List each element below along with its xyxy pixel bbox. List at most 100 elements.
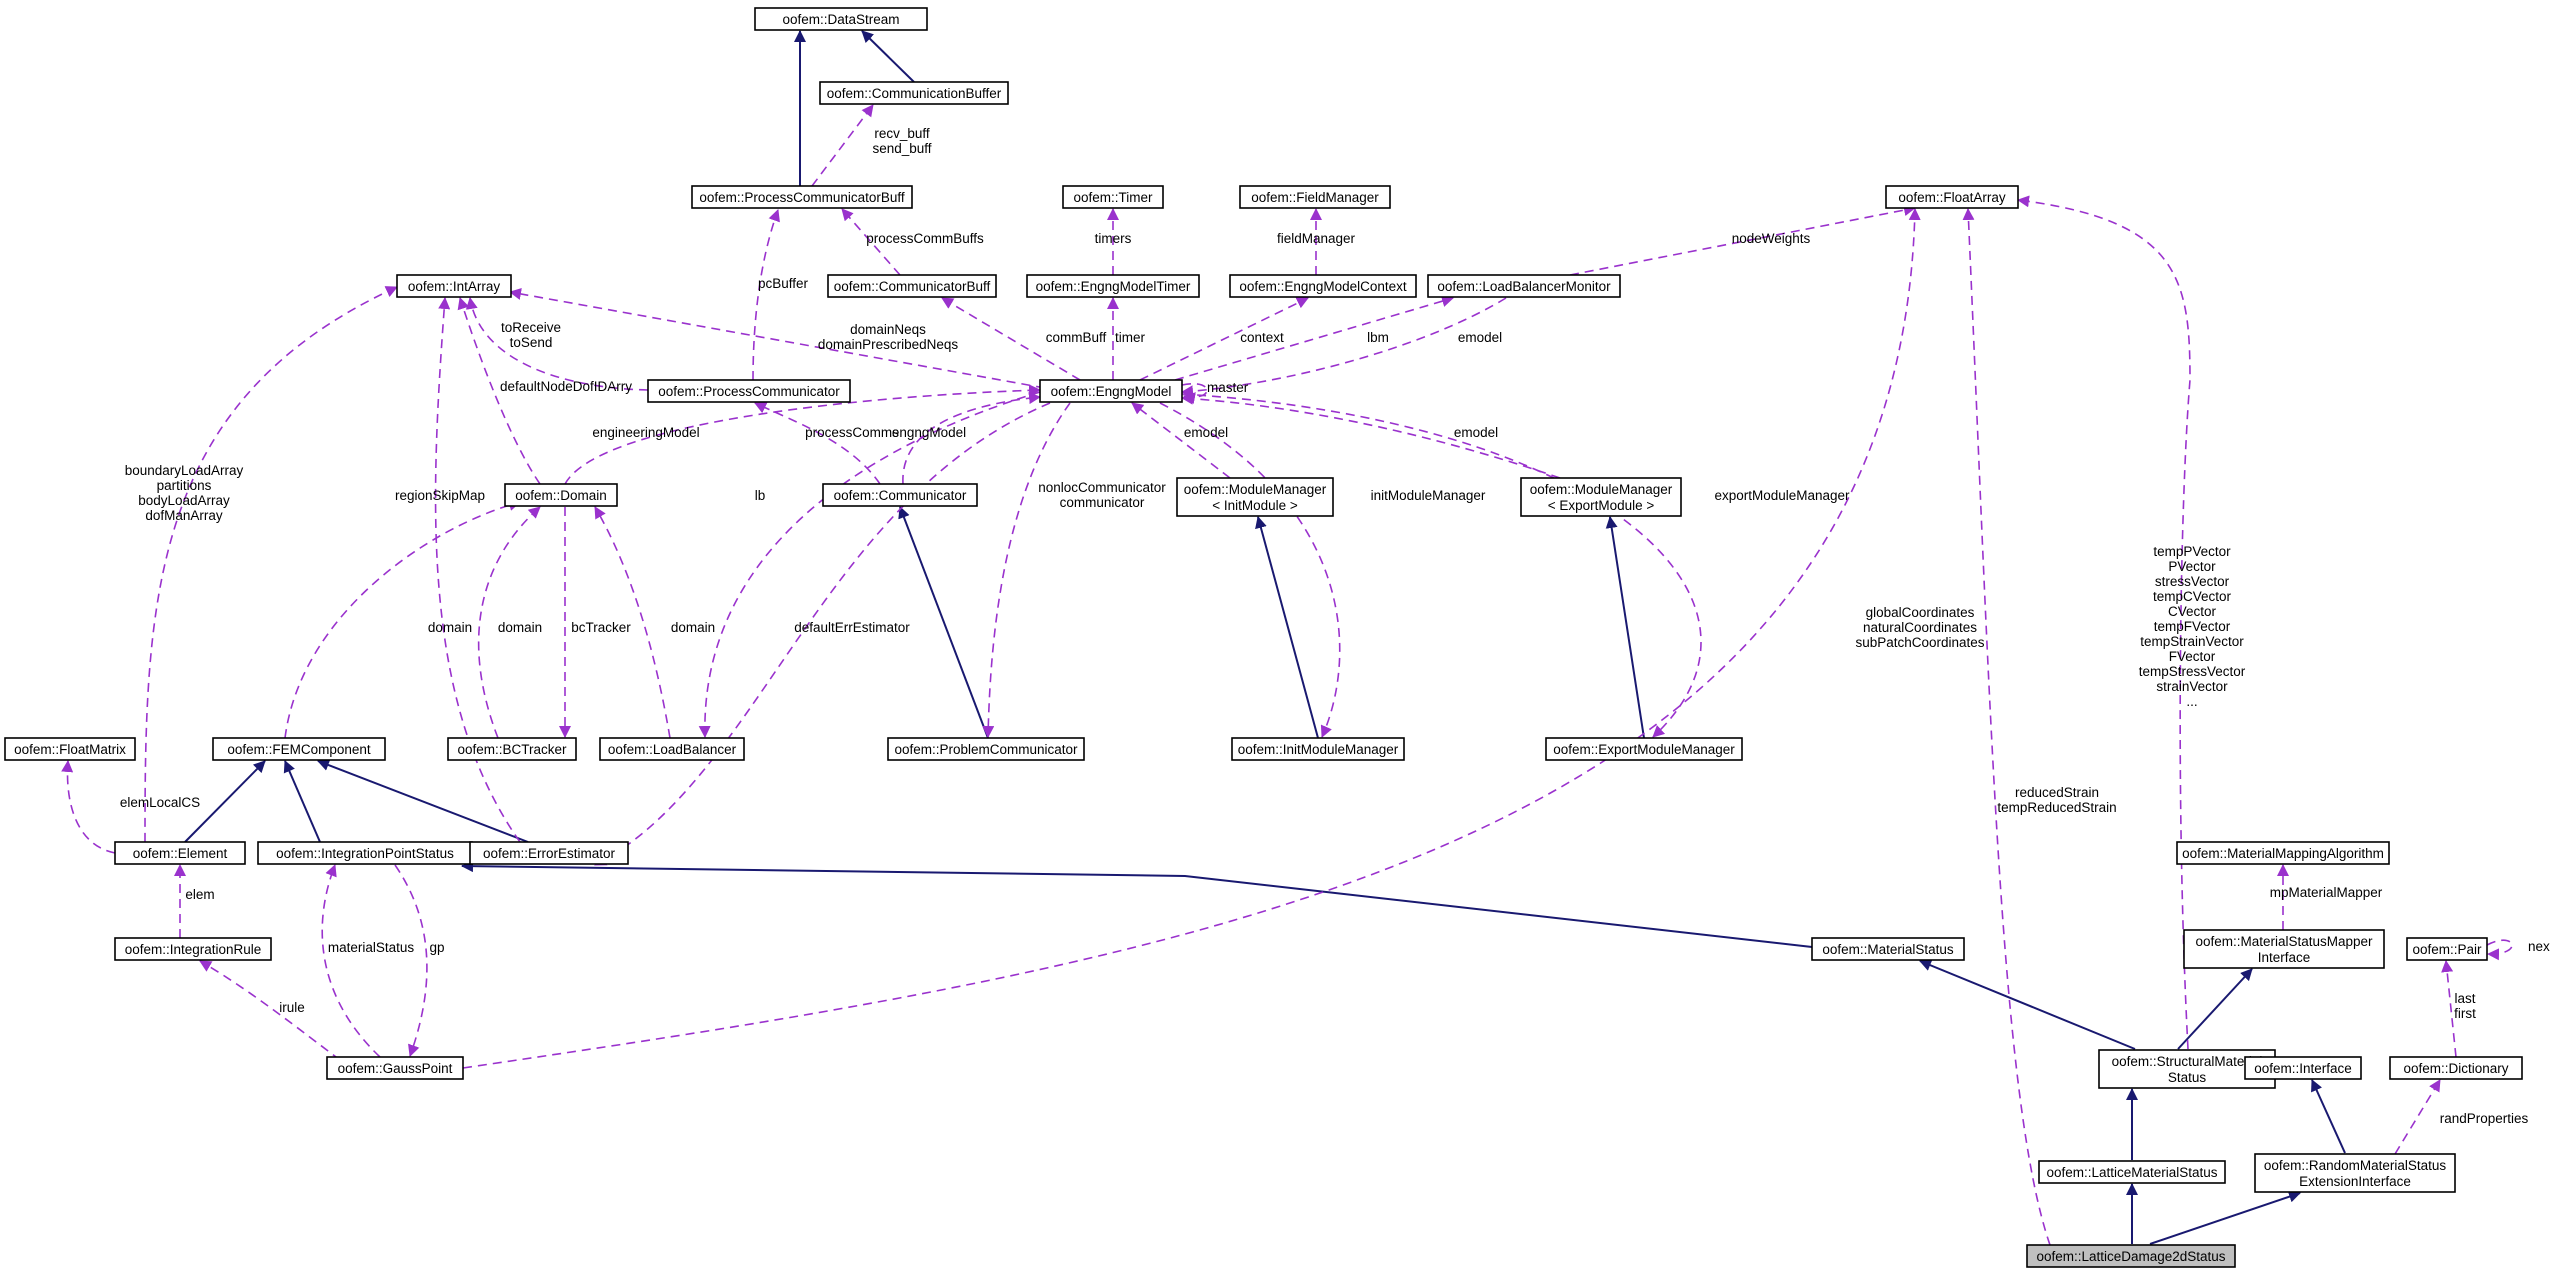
class-node-pcbuff[interactable]: oofem::ProcessCommunicatorBuff bbox=[691, 185, 913, 209]
class-node-bctracker[interactable]: oofem::BCTracker bbox=[447, 737, 577, 761]
class-node-pair[interactable]: oofem::Pair bbox=[2406, 937, 2488, 961]
edge-label-line: PVector bbox=[2168, 559, 2216, 574]
class-node-mminit[interactable]: oofem::ModuleManager< InitModule > bbox=[1176, 477, 1334, 517]
edge-label-next: next bbox=[2528, 939, 2550, 954]
class-box bbox=[1885, 185, 2019, 209]
edge-label-line: CVector bbox=[2168, 604, 2217, 619]
class-node-fieldmanager[interactable]: oofem::FieldManager bbox=[1239, 185, 1391, 209]
edge-label-processcomms: processComms bbox=[805, 425, 899, 440]
edge-label-defaultnode: defaultNodeDofIDArry bbox=[500, 379, 632, 394]
class-node-commbuffer[interactable]: oofem::CommunicationBuffer bbox=[819, 81, 1009, 105]
edge-label-elem: elem bbox=[185, 887, 214, 902]
class-node-latticematstatus[interactable]: oofem::LatticeMaterialStatus bbox=[2038, 1160, 2226, 1184]
class-node-latticedamage[interactable]: oofem::LatticeDamage2dStatus bbox=[2026, 1244, 2236, 1268]
edge-label-pcbuffer: pcBuffer bbox=[758, 276, 809, 291]
class-node-engngmodel[interactable]: oofem::EngngModel bbox=[1039, 379, 1183, 403]
class-name: oofem::Element bbox=[133, 846, 228, 861]
class-name: oofem::FloatArray bbox=[1898, 190, 2006, 205]
class-node-engngmodeltimer[interactable]: oofem::EngngModelTimer bbox=[1026, 274, 1200, 298]
edge-label-line: bcTracker bbox=[571, 620, 631, 635]
class-box bbox=[2183, 929, 2385, 969]
class-box bbox=[1520, 477, 1682, 517]
class-box bbox=[114, 937, 272, 961]
edge-label-line: master bbox=[1207, 380, 1249, 395]
usage-edge-dictionary-to-pair bbox=[2441, 960, 2457, 1058]
class-node-intarray[interactable]: oofem::IntArray bbox=[396, 274, 512, 298]
class-node-integrationrule[interactable]: oofem::IntegrationRule bbox=[114, 937, 272, 961]
class-name: oofem::EngngModelTimer bbox=[1036, 279, 1191, 294]
class-node-lbmonitor[interactable]: oofem::LoadBalancerMonitor bbox=[1427, 274, 1621, 298]
class-node-element[interactable]: oofem::Element bbox=[114, 841, 246, 865]
edge-label-line: next bbox=[2528, 939, 2550, 954]
edge-label-line: initModuleManager bbox=[1371, 488, 1486, 503]
class-name: oofem::LatticeMaterialStatus bbox=[2046, 1165, 2217, 1180]
usage-edge-pair-to-pair bbox=[2486, 939, 2513, 961]
class-box bbox=[1026, 274, 1200, 298]
usage-edge-engngmodel-to-lbmonitor bbox=[1174, 295, 1454, 381]
class-node-processcommunicator[interactable]: oofem::ProcessCommunicator bbox=[647, 379, 851, 403]
class-node-floatmatrix[interactable]: oofem::FloatMatrix bbox=[4, 737, 136, 761]
edge-label-elemlocal: elemLocalCS bbox=[120, 795, 200, 810]
class-node-floatarray[interactable]: oofem::FloatArray bbox=[1885, 185, 2019, 209]
class-box bbox=[469, 841, 629, 865]
class-box bbox=[1176, 477, 1334, 517]
usage-edge-engngmodel-to-errorestimator bbox=[594, 402, 1051, 866]
class-name: < InitModule > bbox=[1212, 498, 1298, 513]
usage-edge-pcbuff-to-commbuffer bbox=[811, 104, 874, 187]
usage-edge-domain-to-intarray bbox=[457, 297, 541, 485]
edge-label-emodel2: emodel bbox=[1184, 425, 1228, 440]
inheritance-edge-materialstatus-to-ipstatus bbox=[461, 860, 1813, 948]
class-node-femcomponent[interactable]: oofem::FEMComponent bbox=[212, 737, 386, 761]
class-node-communicatorbuff[interactable]: oofem::CommunicatorBuff bbox=[827, 274, 997, 298]
class-node-exportmodulemanager[interactable]: oofem::ExportModuleManager bbox=[1545, 737, 1743, 761]
edge-label-randprops: randProperties bbox=[2440, 1111, 2529, 1126]
class-name: oofem::LoadBalancerMonitor bbox=[1437, 279, 1611, 294]
class-node-loadbalancer[interactable]: oofem::LoadBalancer bbox=[599, 737, 745, 761]
class-box bbox=[212, 737, 386, 761]
class-box bbox=[691, 185, 913, 209]
class-node-communicator[interactable]: oofem::Communicator bbox=[822, 483, 978, 507]
class-node-dictionary[interactable]: oofem::Dictionary bbox=[2389, 1056, 2523, 1080]
edge-label-timers: timers bbox=[1095, 231, 1132, 246]
class-box bbox=[647, 379, 851, 403]
edge-label-line: tempPVector bbox=[2153, 544, 2231, 559]
edge-label-line: globalCoordinates bbox=[1866, 605, 1975, 620]
edge-label-line: nonlocCommunicator bbox=[1038, 480, 1166, 495]
edge-label-domain1: domain bbox=[428, 620, 472, 635]
class-node-domain[interactable]: oofem::Domain bbox=[504, 483, 618, 507]
edge-label-line: exportModuleManager bbox=[1714, 488, 1850, 503]
class-name: oofem::Domain bbox=[515, 488, 607, 503]
inheritance-edge-commbuffer-to-datastream bbox=[861, 30, 915, 83]
class-node-mmexport[interactable]: oofem::ModuleManager< ExportModule > bbox=[1520, 477, 1682, 517]
class-node-mmalgorithm[interactable]: oofem::MaterialMappingAlgorithm bbox=[2176, 841, 2390, 865]
class-node-errorestimator[interactable]: oofem::ErrorEstimator bbox=[469, 841, 629, 865]
class-node-engngmodelcontext[interactable]: oofem::EngngModelContext bbox=[1229, 274, 1417, 298]
class-box bbox=[4, 737, 136, 761]
class-node-problemcommunicator[interactable]: oofem::ProblemCommunicator bbox=[887, 737, 1085, 761]
edge-label-line: naturalCoordinates bbox=[1863, 620, 1977, 635]
edge-label-line: bodyLoadArray bbox=[138, 493, 230, 508]
edge-label-line: boundaryLoadArray bbox=[125, 463, 244, 478]
class-name: oofem::Timer bbox=[1073, 190, 1153, 205]
class-node-ipstatus[interactable]: oofem::IntegrationPointStatus bbox=[257, 841, 473, 865]
class-name: oofem::MaterialStatusMapper bbox=[2195, 934, 2373, 949]
class-node-randommatstatus[interactable]: oofem::RandomMaterialStatusExtensionInte… bbox=[2254, 1153, 2456, 1193]
class-box bbox=[2406, 937, 2488, 961]
edge-label-line: toSend bbox=[510, 335, 553, 350]
class-node-materialstatus[interactable]: oofem::MaterialStatus bbox=[1811, 937, 1965, 961]
class-name: oofem::Interface bbox=[2254, 1061, 2352, 1076]
class-name: oofem::EngngModel bbox=[1051, 384, 1172, 399]
usage-edge-femcomponent-to-domain bbox=[284, 499, 521, 739]
class-node-timer[interactable]: oofem::Timer bbox=[1062, 185, 1164, 209]
class-node-initmodulemanager[interactable]: oofem::InitModuleManager bbox=[1231, 737, 1405, 761]
class-node-gausspoint[interactable]: oofem::GaussPoint bbox=[326, 1056, 464, 1080]
class-node-interface[interactable]: oofem::Interface bbox=[2244, 1056, 2362, 1080]
edge-label-line: commBuff bbox=[1046, 330, 1107, 345]
edge-label-line: defaultNodeDofIDArry bbox=[500, 379, 632, 394]
inheritance-edge-structmatstatus-to-materialstatus bbox=[1919, 959, 2136, 1050]
class-node-datastream[interactable]: oofem::DataStream bbox=[754, 7, 928, 31]
